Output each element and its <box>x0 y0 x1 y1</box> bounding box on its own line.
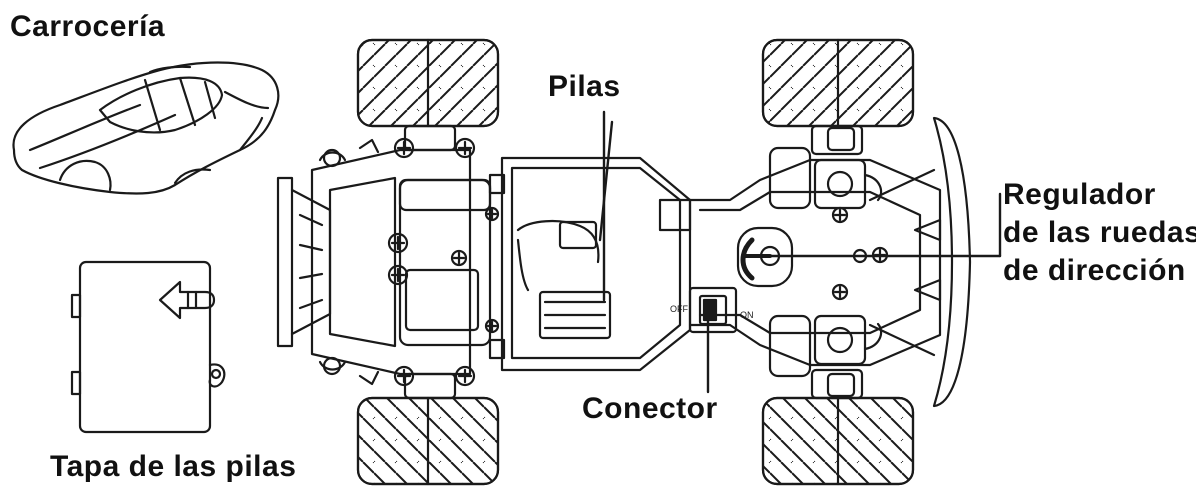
chassis-plate <box>688 158 942 367</box>
label-battery-cover: Tapa de las pilas <box>50 450 297 483</box>
switch-on-label: ON <box>740 310 754 320</box>
leader-line-batteries-2 <box>598 120 614 242</box>
front-left-wheel <box>356 38 500 128</box>
car-body-shell <box>12 61 280 195</box>
label-connector: Conector <box>582 392 718 425</box>
label-steering-regulator-line-3: de dirección <box>1003 254 1186 287</box>
chassis-screws <box>387 137 889 387</box>
power-switch <box>688 286 738 334</box>
rear-bumper <box>276 176 332 348</box>
label-body: Carrocería <box>10 10 166 43</box>
label-steering-regulator: Regulador de las ruedas de dirección <box>1003 176 1196 290</box>
front-suspension <box>768 126 883 398</box>
label-steering-regulator-line-1: Regulador <box>1003 178 1156 211</box>
label-batteries: Pilas <box>548 70 621 103</box>
label-steering-regulator-line-2: de las ruedas <box>1003 216 1196 249</box>
rear-gearbox <box>310 138 492 386</box>
leader-lines <box>598 110 1002 394</box>
front-right-wheel <box>761 38 915 128</box>
switch-off-label: OFF <box>670 304 688 314</box>
rear-right-wheel <box>761 396 915 486</box>
battery-compartment <box>488 156 692 372</box>
battery-cover-part <box>70 260 226 434</box>
rear-left-wheel <box>356 396 500 486</box>
